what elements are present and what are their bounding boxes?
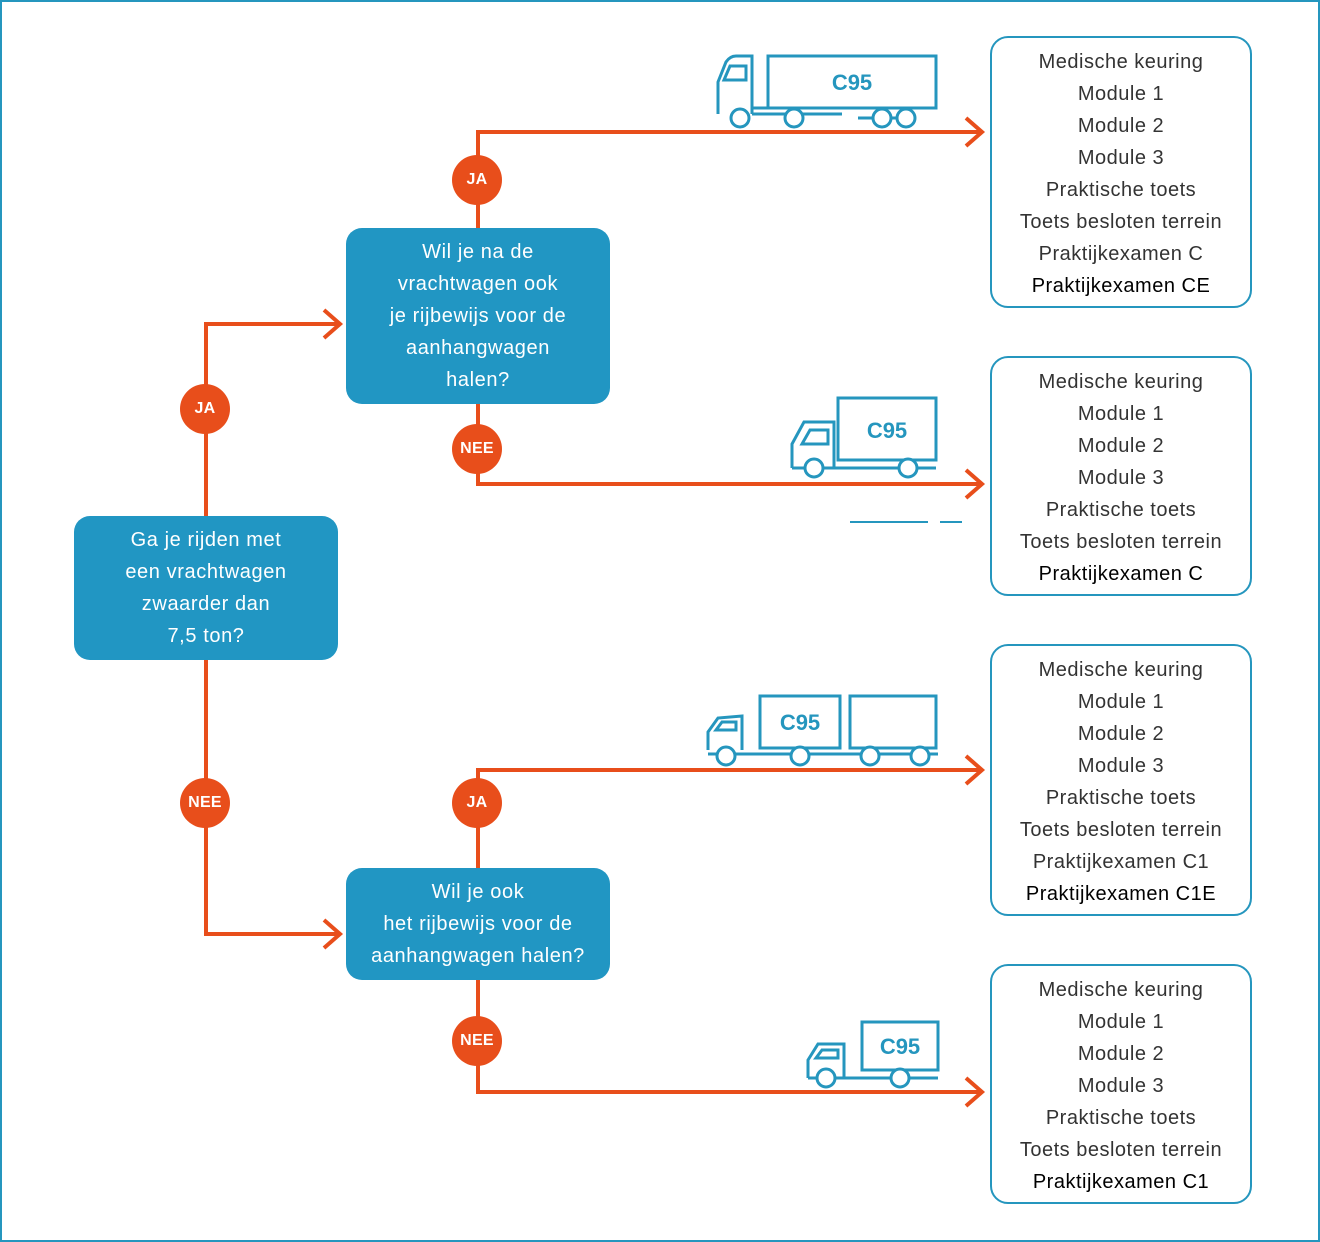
result-final-exam: Praktijkexamen C [1038,563,1204,585]
question-line: Wil je ook [431,881,525,903]
badge-nee-q2: NEE [452,424,502,474]
question-q3: Wil je ook het rijbewijs voor de aanhang… [346,868,610,980]
result-box-c: Medische keuring Module 1 Module 2 Modul… [990,356,1252,596]
result-final-exam: Praktijkexamen C1E [1025,883,1217,905]
truck-rigid-c1-icon: C95 [806,1020,940,1089]
question-line: een vrachtwagen [125,561,287,583]
connector-q2-ja [476,130,982,228]
arrowhead-q2 [322,308,344,340]
question-line: Ga je rijden met [130,529,282,551]
result-final-exam: Praktijkexamen CE [1031,275,1211,297]
arrowhead-q3 [322,918,344,950]
result-item: Praktijkexamen C [1038,243,1204,265]
question-line: aanhangwagen halen? [371,945,585,967]
result-list: Medische keuring Module 1 Module 2 Modul… [992,46,1250,302]
question-line: halen? [446,369,510,391]
truck-trailer-c1e-icon: C95 [706,694,938,767]
result-item: Medische keuring [1038,979,1204,1001]
result-list: Medische keuring Module 1 Module 2 Modul… [992,654,1250,910]
arrowhead-result-4 [964,1076,986,1108]
truck-trailer-ce-icon: C95 [716,54,938,129]
connector-q1-nee [204,660,340,936]
result-item: Praktische toets [1045,787,1197,809]
badge-nee-q3: NEE [452,1016,502,1066]
result-item: Medische keuring [1038,371,1204,393]
truck-label: C95 [832,70,872,95]
arrowhead-result-1 [964,116,986,148]
badge-nee-q1: NEE [180,778,230,828]
result-box-c1e: Medische keuring Module 1 Module 2 Modul… [990,644,1252,916]
arrowhead-result-2 [964,468,986,500]
connector-q3-ja [476,768,982,868]
result-item: Praktische toets [1045,179,1197,201]
truck-label: C95 [880,1034,920,1059]
badge-ja-q3: JA [452,778,502,828]
question-line: vrachtwagen ook [397,273,559,295]
result-item: Module 3 [1077,1075,1165,1097]
question-line: 7,5 ton? [167,625,245,647]
result-item: Module 1 [1077,83,1165,105]
result-item: Toets besloten terrein [1019,1139,1223,1161]
arrowhead-result-3 [964,754,986,786]
result-list: Medische keuring Module 1 Module 2 Modul… [992,974,1250,1198]
result-item: Praktische toets [1045,499,1197,521]
result-item: Medische keuring [1038,51,1204,73]
result-item: Toets besloten terrein [1019,531,1223,553]
question-line: Wil je na de [422,241,534,263]
result-item: Toets besloten terrein [1019,211,1223,233]
result-item: Module 3 [1077,755,1165,777]
result-item: Module 3 [1077,147,1165,169]
truck-label: C95 [780,710,820,735]
result-item: Module 2 [1077,115,1165,137]
question-line: zwaarder dan [141,593,271,615]
badge-ja-q1: JA [180,384,230,434]
result-box-c1: Medische keuring Module 1 Module 2 Modul… [990,964,1252,1204]
result-box-ce: Medische keuring Module 1 Module 2 Modul… [990,36,1252,308]
question-line: je rijbewijs voor de [389,305,567,327]
result-item: Module 2 [1077,723,1165,745]
result-item: Praktijkexamen C1 [1032,851,1210,873]
truck-label: C95 [867,418,907,443]
result-item: Medische keuring [1038,659,1204,681]
result-item: Toets besloten terrein [1019,819,1223,841]
result-item: Module 2 [1077,435,1165,457]
result-item: Module 3 [1077,467,1165,489]
question-line: het rijbewijs voor de [383,913,573,935]
badge-ja-q2: JA [452,155,502,205]
truck-rigid-c-icon: C95 [790,396,938,479]
connector-q1-ja [204,322,340,516]
result-item: Praktische toets [1045,1107,1197,1129]
question-q1: Ga je rijden met een vrachtwagen zwaarde… [74,516,338,660]
result-item: Module 2 [1077,1043,1165,1065]
question-line: aanhangwagen [405,337,550,359]
result-item: Module 1 [1077,691,1165,713]
result-item: Module 1 [1077,403,1165,425]
result-item: Module 1 [1077,1011,1165,1033]
result-final-exam: Praktijkexamen C1 [1032,1171,1210,1193]
question-q2: Wil je na de vrachtwagen ook je rijbewij… [346,228,610,404]
result-list: Medische keuring Module 1 Module 2 Modul… [992,366,1250,590]
